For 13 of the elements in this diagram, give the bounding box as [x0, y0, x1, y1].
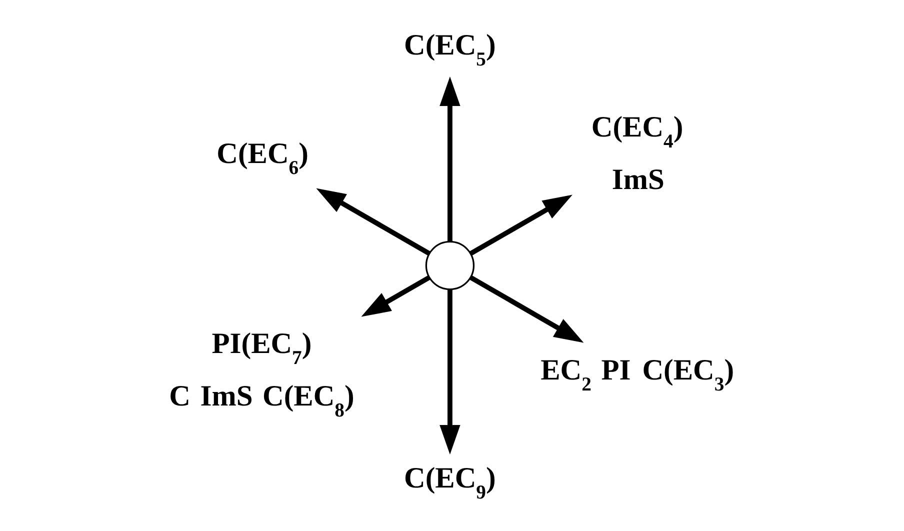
arrow: [316, 188, 430, 256]
node-text: C(EC$_{6}$): [216, 138, 308, 179]
node-text: C(EC$_{4}$) ImS: [591, 112, 684, 196]
arrow: [440, 289, 460, 455]
arrow: [440, 76, 460, 242]
node-circle: [425, 240, 475, 290]
arrow: [470, 275, 584, 343]
arrow: [470, 194, 572, 256]
node-text: C(EC$_{9}$): [404, 462, 496, 504]
node-text: PI(EC$_{7}$) C ImS C(EC$_{8}$): [169, 328, 354, 422]
node-text: C(EC$_{5}$): [404, 30, 496, 71]
arrow: [361, 275, 430, 317]
node-text: EC$_{2}$ PI C(EC$_{3}$): [540, 354, 734, 396]
